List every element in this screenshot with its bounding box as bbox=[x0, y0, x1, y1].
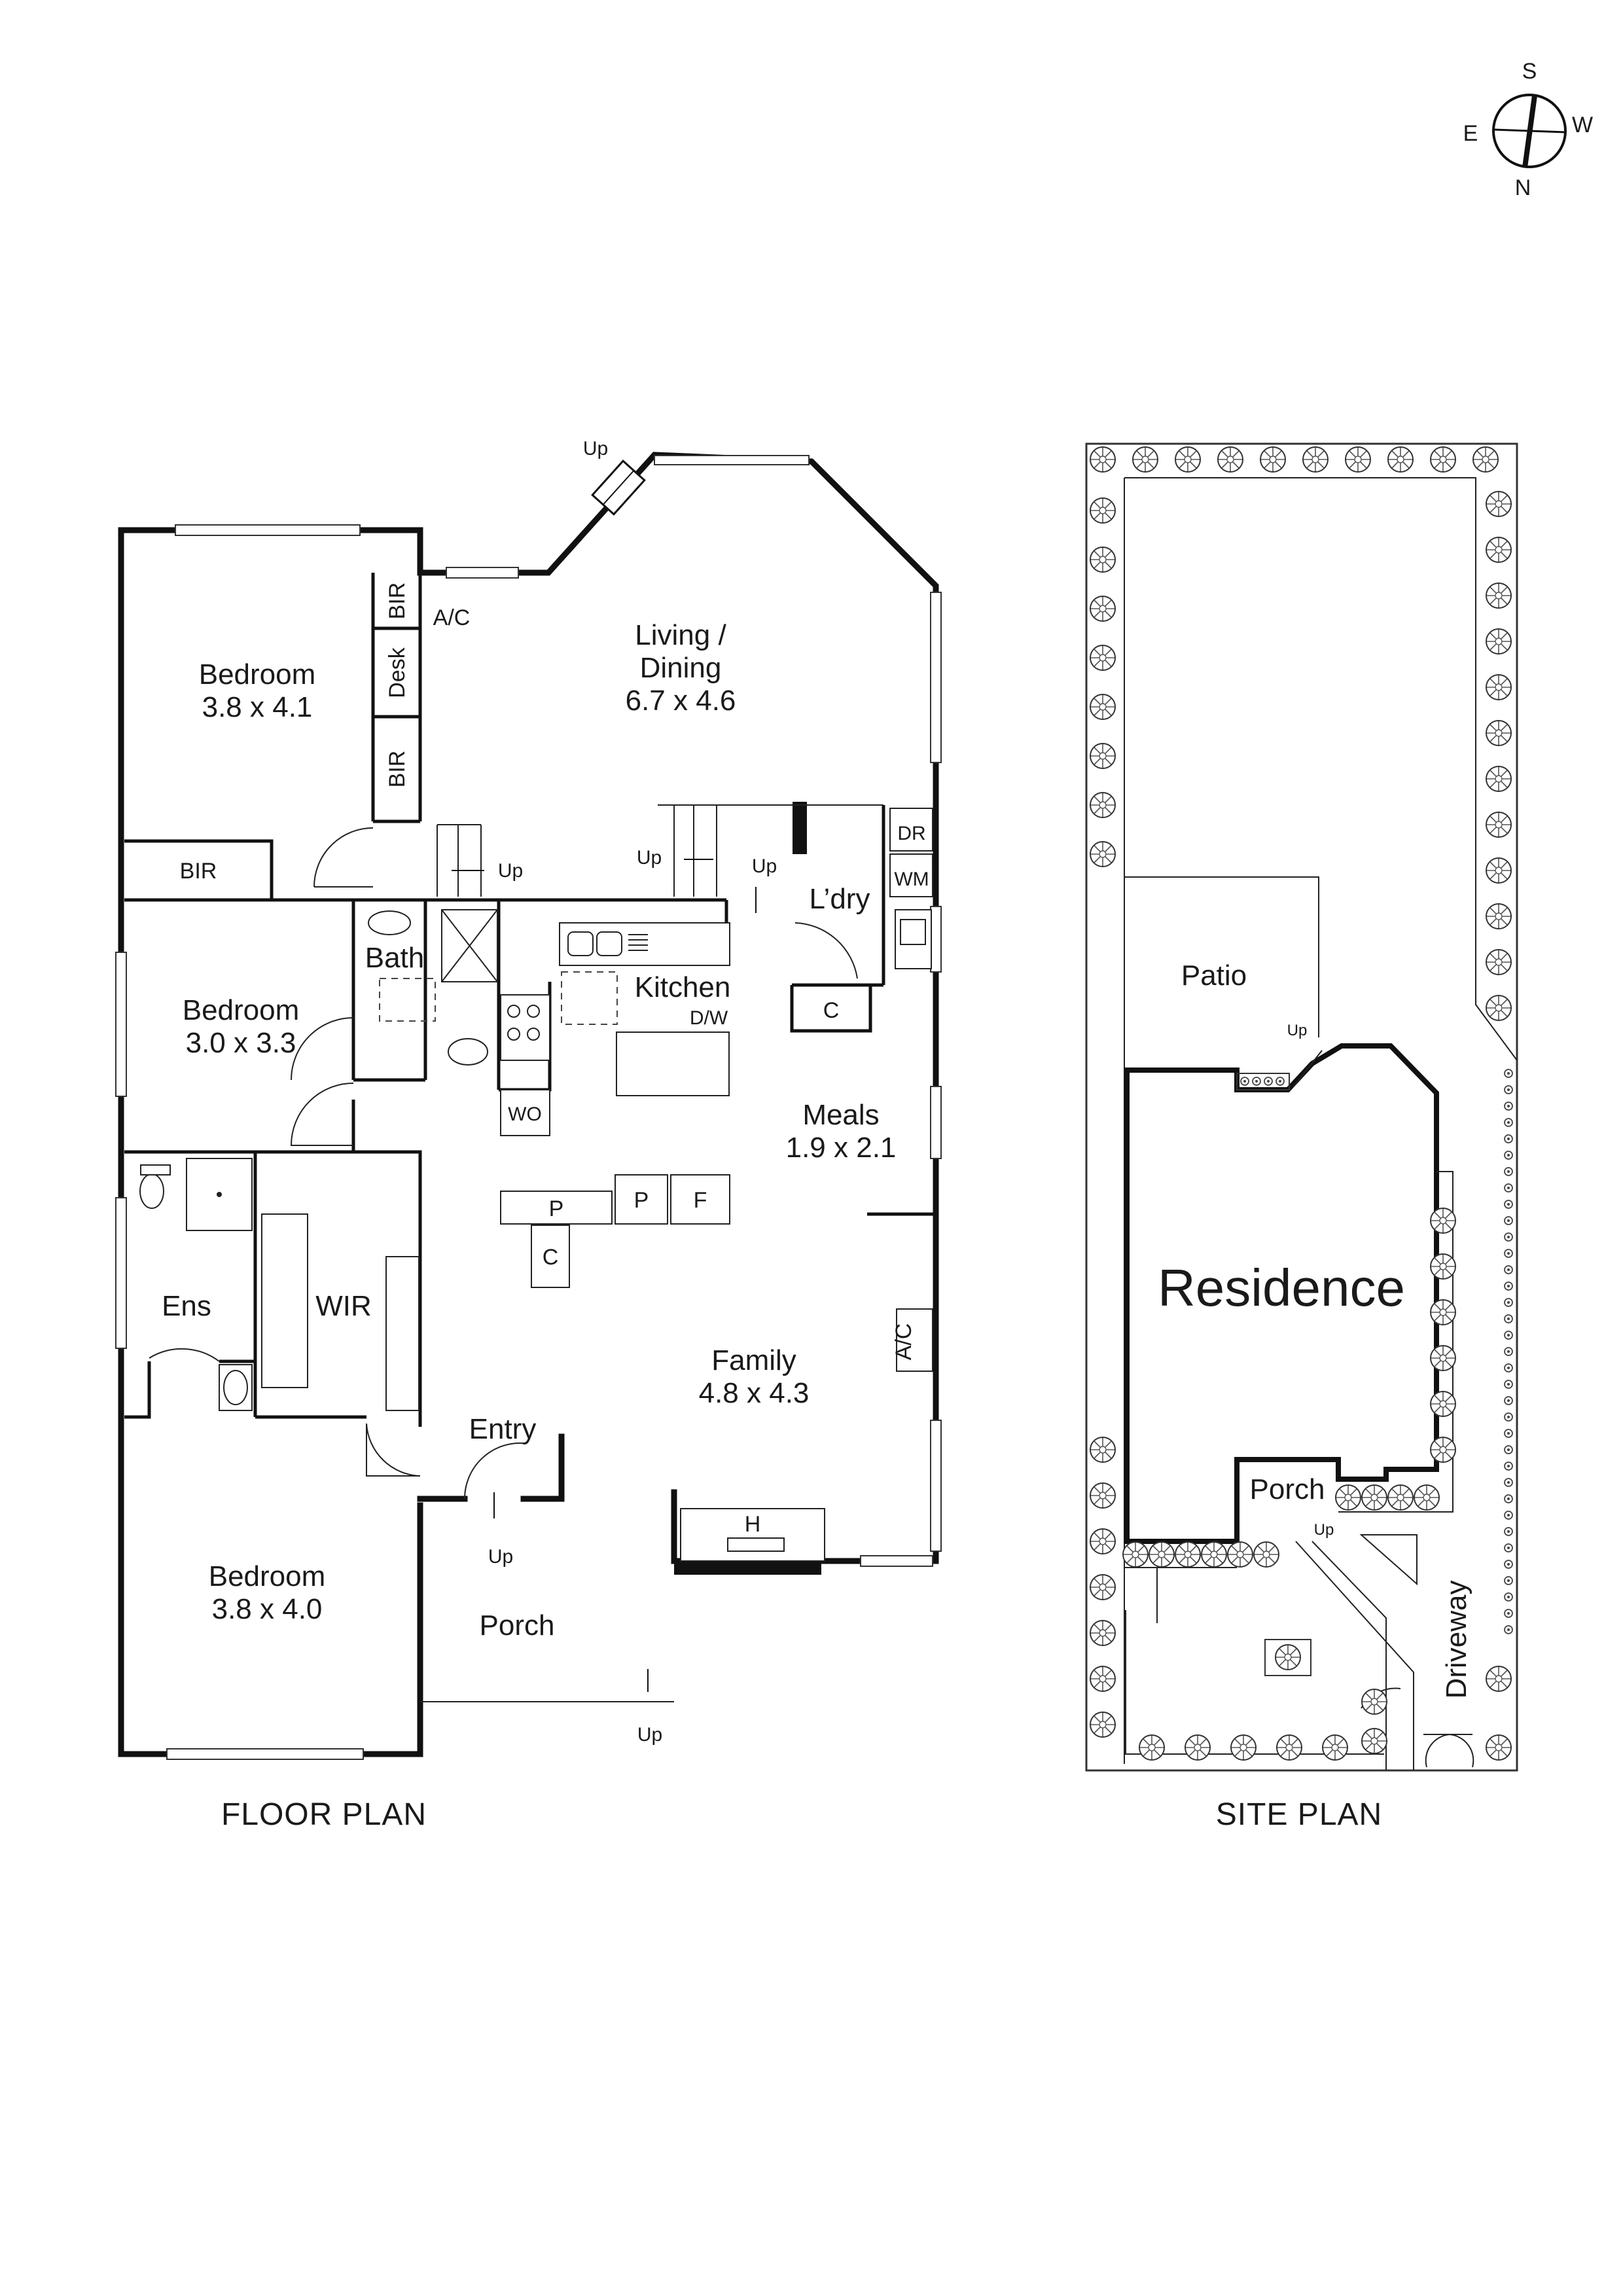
site-up-patio-label: Up bbox=[1287, 1022, 1308, 1039]
pantry-1-label: P bbox=[549, 1196, 564, 1221]
site-plan-caption: SITE PLAN bbox=[1216, 1797, 1382, 1832]
site-porch-label: Porch bbox=[1250, 1473, 1325, 1505]
dw-label: D/W bbox=[690, 1007, 728, 1029]
porch-name: Porch bbox=[480, 1609, 555, 1641]
site-up-porch-label: Up bbox=[1314, 1521, 1334, 1539]
compass: S E W N bbox=[1463, 59, 1593, 200]
bath-name: Bath bbox=[365, 942, 425, 974]
bir-mid-label: BIR bbox=[385, 751, 410, 788]
up-bath-label: Up bbox=[498, 860, 523, 882]
up-entry-label: Up bbox=[488, 1546, 513, 1568]
room-labels: Bedroom 3.8 x 4.1 Bedroom 3.0 x 3.3 Bedr… bbox=[162, 619, 896, 1641]
bedroom-2-dims: 3.0 x 3.3 bbox=[186, 1027, 296, 1059]
bedroom-3-dims: 3.8 x 4.0 bbox=[212, 1593, 323, 1625]
fixtures bbox=[139, 808, 933, 1702]
family-dims: 4.8 x 4.3 bbox=[699, 1377, 810, 1409]
up-porch-label: Up bbox=[637, 1724, 662, 1746]
entry-name: Entry bbox=[469, 1413, 537, 1445]
compass-east: E bbox=[1463, 121, 1478, 146]
family-name: Family bbox=[711, 1344, 796, 1376]
bir-top-label: BIR bbox=[385, 583, 410, 620]
wo-label: WO bbox=[508, 1103, 542, 1125]
floor-plan: Bedroom 3.8 x 4.1 Bedroom 3.0 x 3.3 Bedr… bbox=[115, 438, 942, 1832]
fixture-labels: BIR Desk BIR BIR A/C A/C D/W WO DR WM C … bbox=[180, 583, 929, 1537]
up-living-label: Up bbox=[637, 847, 662, 869]
kitchen-island bbox=[616, 1031, 730, 1096]
patio-label: Patio bbox=[1181, 960, 1247, 992]
living-dining-dims: 6.7 x 4.6 bbox=[626, 685, 736, 717]
windows bbox=[115, 455, 942, 1760]
driveway-label: Driveway bbox=[1440, 1581, 1472, 1699]
meals-name: Meals bbox=[802, 1099, 879, 1131]
wir-name: WIR bbox=[315, 1290, 372, 1322]
ac-top-label: A/C bbox=[433, 605, 471, 630]
cupboard-pantry-label: C bbox=[543, 1245, 559, 1270]
living-dining-name-2: Dining bbox=[640, 652, 722, 684]
cupboard-laundry-label: C bbox=[823, 998, 840, 1023]
bedroom-2-name: Bedroom bbox=[183, 994, 300, 1026]
residence-label: Residence bbox=[1158, 1259, 1405, 1317]
heater-label: H bbox=[745, 1512, 761, 1537]
north-arrow bbox=[1522, 95, 1537, 168]
doors bbox=[149, 827, 858, 1499]
up-living-deck-label: Up bbox=[583, 438, 608, 459]
ac-family-label: A/C bbox=[891, 1323, 916, 1361]
living-dining-name-1: Living / bbox=[635, 619, 726, 651]
site-plan: Residence Patio Porch Driveway Up Up SIT… bbox=[1085, 442, 1518, 1832]
stair-labels: Up Up Up Up Up Up bbox=[488, 438, 777, 1746]
compass-north: N bbox=[1515, 175, 1531, 200]
compass-south: S bbox=[1522, 59, 1537, 84]
bedroom-1-name: Bedroom bbox=[199, 658, 316, 691]
stairs bbox=[437, 459, 883, 897]
bedroom-3-name: Bedroom bbox=[209, 1560, 326, 1592]
bir-wide-label: BIR bbox=[180, 859, 217, 884]
desk-label: Desk bbox=[385, 647, 410, 698]
meals-dims: 1.9 x 2.1 bbox=[786, 1132, 897, 1164]
laundry-name: L’dry bbox=[810, 883, 870, 915]
bedroom-1-dims: 3.8 x 4.1 bbox=[202, 691, 313, 723]
pantry-2-label: P bbox=[634, 1188, 649, 1213]
floor-plan-caption: FLOOR PLAN bbox=[221, 1797, 427, 1832]
dr-label: DR bbox=[897, 823, 925, 844]
fridge-label: F bbox=[694, 1188, 707, 1213]
wm-label: WM bbox=[894, 869, 929, 890]
kitchen-name: Kitchen bbox=[635, 971, 731, 1003]
interior-walls bbox=[124, 573, 936, 1427]
ensuite-name: Ens bbox=[162, 1290, 211, 1322]
compass-west: W bbox=[1572, 113, 1593, 137]
up-meals-label: Up bbox=[752, 855, 777, 877]
